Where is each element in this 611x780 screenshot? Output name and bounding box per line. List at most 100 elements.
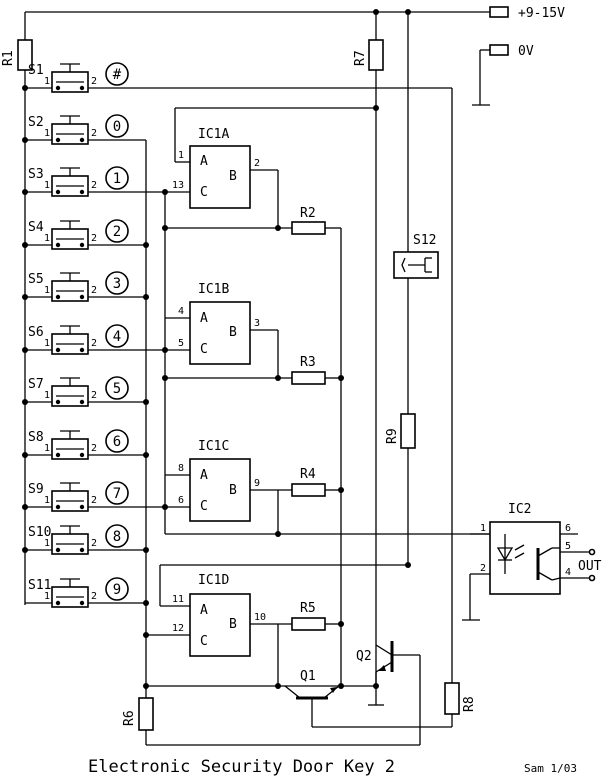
- gate-ic1a: A B C: [189, 145, 251, 209]
- gate-ic1d: A B C: [189, 593, 251, 657]
- switch-pin-2: 2: [91, 538, 97, 549]
- junctions: [22, 9, 411, 689]
- gate-ic1b-pin-a: 4: [178, 306, 184, 317]
- switch-pin-2: 2: [91, 180, 97, 191]
- gate-b-label: B: [229, 169, 237, 184]
- gate-ic1a-name: IC1A: [198, 127, 229, 142]
- resistor-r2: [291, 221, 326, 235]
- key-circle: [105, 524, 129, 548]
- switch-pin-1: 1: [44, 233, 50, 244]
- supply-terminal-positive: [489, 6, 509, 18]
- gate-c-label: C: [200, 185, 208, 200]
- gate-ic1b-pin-out: 3: [254, 318, 260, 329]
- key-label: 3: [113, 276, 121, 292]
- key-circle: [105, 62, 129, 86]
- switch-s12: [393, 251, 439, 279]
- resistor-r9-label: R9: [385, 428, 400, 444]
- switch-pin-1: 1: [44, 495, 50, 506]
- supply-positive-label: +9-15V: [518, 6, 565, 21]
- switch-name: S11: [28, 578, 51, 593]
- key-circle: [105, 271, 129, 295]
- gate-ic1a-pin-a: 1: [178, 150, 184, 161]
- output-terminal-2: [588, 574, 596, 582]
- resistor-r5: [291, 617, 326, 631]
- key-label: 5: [113, 381, 121, 397]
- q2-arrow: [378, 665, 386, 671]
- key-circle: [105, 429, 129, 453]
- ic2-pin1: 1: [480, 523, 486, 534]
- wiring: [24, 11, 590, 746]
- switch-pin-2: 2: [91, 495, 97, 506]
- gate-ic1c-pin-out: 9: [254, 478, 260, 489]
- switch-pin-2: 2: [91, 591, 97, 602]
- gate-ic1b-name: IC1B: [198, 282, 229, 297]
- optocoupler-ic2: [489, 521, 561, 595]
- diagram-credit: Sam 1/03: [524, 762, 577, 775]
- ic2-pin5: 5: [565, 541, 571, 552]
- output-label: OUT: [578, 559, 602, 574]
- key-circle: [105, 114, 129, 138]
- key-circle: [105, 324, 129, 348]
- key-label: 2: [113, 224, 121, 240]
- gate-b-label: B: [229, 325, 237, 340]
- gate-ic1c-pin-a: 8: [178, 463, 184, 474]
- resistor-r1-label: R1: [1, 50, 16, 66]
- gate-c-label: C: [200, 342, 208, 357]
- switch-pin-2: 2: [91, 390, 97, 401]
- resistor-r3-label: R3: [300, 355, 316, 370]
- resistor-r3: [291, 371, 326, 385]
- diagram-title: Electronic Security Door Key 2: [88, 757, 395, 777]
- resistor-r2-label: R2: [300, 206, 316, 221]
- key-circle: [105, 577, 129, 601]
- keypad-switch: S91 2 7: [28, 481, 129, 512]
- resistor-r1: [17, 39, 33, 71]
- switch-pin-1: 1: [44, 443, 50, 454]
- gate-ic1d-pin-out: 10: [254, 612, 266, 623]
- keypad-switch: S81 2 6: [28, 429, 129, 460]
- gate-ic1b: A B C: [189, 301, 251, 365]
- switch-pin-2: 2: [91, 76, 97, 87]
- switch-name: S7: [28, 377, 44, 392]
- key-circle: [105, 376, 129, 400]
- gate-ic1c-name: IC1C: [198, 439, 229, 454]
- switch-name: S5: [28, 272, 44, 287]
- key-label: 6: [113, 434, 121, 450]
- switch-pin-2: 2: [91, 285, 97, 296]
- gate-a-label: A: [200, 603, 208, 618]
- gate-a-label: A: [200, 468, 208, 483]
- switch-pin-2: 2: [91, 443, 97, 454]
- resistor-r4: [291, 483, 326, 497]
- resistor-r6: [138, 697, 154, 731]
- switch-pin-1: 1: [44, 591, 50, 602]
- gate-a-label: A: [200, 154, 208, 169]
- resistor-r8-label: R8: [462, 696, 477, 712]
- supply-ground-label: 0V: [518, 44, 534, 59]
- resistor-r9: [400, 413, 416, 449]
- output-terminal-1: [588, 548, 596, 556]
- key-label: 4: [113, 329, 121, 345]
- switch-name: S8: [28, 430, 44, 445]
- supply-terminal-ground: [489, 44, 509, 56]
- key-label: 9: [113, 582, 121, 598]
- resistor-r5-label: R5: [300, 601, 316, 616]
- switch-pin-1: 1: [44, 285, 50, 296]
- resistor-r6-label: R6: [122, 710, 137, 726]
- switch-pin-1: 1: [44, 76, 50, 87]
- q1-arrow: [330, 687, 337, 693]
- resistor-r8: [444, 682, 460, 715]
- switch-pin-1: 1: [44, 128, 50, 139]
- switch-name: S9: [28, 482, 44, 497]
- gate-ic1a-pin-out: 2: [254, 158, 260, 169]
- switch-name: S6: [28, 325, 44, 340]
- ic2-pin4: 4: [565, 567, 571, 578]
- key-label: #: [113, 67, 122, 83]
- switch-pin-2: 2: [91, 128, 97, 139]
- key-label: 8: [113, 529, 121, 545]
- key-label: 7: [113, 486, 121, 502]
- switch-pin-2: 2: [91, 233, 97, 244]
- gate-ic1c-pin-c: 6: [178, 495, 184, 506]
